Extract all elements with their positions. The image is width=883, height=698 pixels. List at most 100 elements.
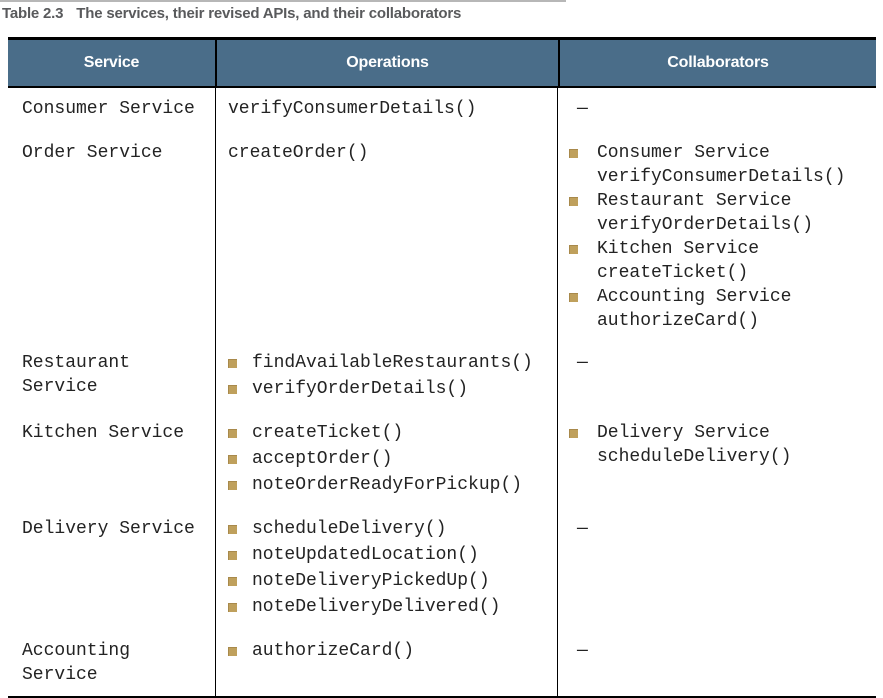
collaborator-operation-name: createTicket() — [597, 263, 749, 283]
operation-name: noteOrderReadyForPickup() — [252, 475, 523, 495]
bullet-icon — [569, 245, 578, 254]
bullet-icon — [228, 455, 237, 464]
operations-cell: findAvailableRestaurants() verifyOrderDet… — [215, 342, 558, 412]
collaborators-cell: — — [558, 508, 876, 630]
no-collaborator-dash: — — [577, 353, 588, 373]
operation-name: noteDeliveryPickedUp() — [252, 571, 490, 591]
bullet-icon — [569, 197, 578, 206]
bullet-icon — [228, 551, 237, 560]
collaborator-item: Restaurant Service verifyOrderDetails() — [569, 189, 872, 237]
collaborator-service-name: Delivery Service — [597, 423, 770, 443]
bullet-icon — [569, 149, 578, 158]
operations-cell: createTicket() acceptOrder() noteOrderRead… — [215, 412, 558, 508]
column-header-collaborators: Collaborators — [558, 40, 876, 86]
operation-name: findAvailableRestaurants() — [252, 353, 533, 373]
collaborator-service-name: Consumer Service — [597, 143, 770, 163]
service-name-line: Consumer Service — [22, 99, 195, 119]
table-header-row: Service Operations Collaborators — [8, 37, 876, 88]
bullet-icon — [228, 647, 237, 656]
operation-item: noteDeliveryPickedUp() — [228, 569, 553, 593]
operations-cell: createOrder() — [215, 132, 558, 342]
collaborator-service-name: Restaurant Service — [597, 191, 792, 211]
operation-name: verifyConsumerDetails() — [228, 99, 477, 119]
operation-item: verifyOrderDetails() — [228, 377, 553, 401]
bullet-icon — [228, 429, 237, 438]
table-row: Order Service createOrder() Consumer Ser… — [8, 132, 876, 342]
operation-name: noteDeliveryDelivered() — [252, 597, 501, 617]
service-name-line: Kitchen Service — [22, 423, 185, 443]
operation-name: noteUpdatedLocation() — [252, 545, 479, 565]
service-cell: Order Service — [8, 132, 215, 342]
collaborators-cell: Delivery Service scheduleDelivery() — [558, 412, 876, 508]
table-caption: Table 2.3 The services, their revised API… — [2, 5, 461, 22]
service-name-line: Restaurant — [22, 353, 131, 373]
collaborator-service-name: Accounting Service — [597, 287, 792, 307]
operations-cell: verifyConsumerDetails() — [215, 88, 558, 132]
service-name-line: Service — [22, 665, 98, 685]
bullet-icon — [228, 525, 237, 534]
service-name-line: Delivery Service — [22, 519, 195, 539]
collaborators-cell: — — [558, 630, 876, 696]
bullet-icon — [569, 429, 578, 438]
operation-item: noteOrderReadyForPickup() — [228, 473, 553, 497]
operation-item: findAvailableRestaurants() — [228, 351, 553, 375]
operation-name: scheduleDelivery() — [252, 519, 447, 539]
no-collaborator-dash: — — [577, 99, 588, 119]
table-row: Kitchen Service createTicket() acceptOrde… — [8, 412, 876, 508]
operation-name: createOrder() — [228, 143, 369, 163]
collaborators-cell: — — [558, 342, 876, 412]
table-row: Delivery Service scheduleDelivery() noteU… — [8, 508, 876, 630]
bullet-icon — [228, 577, 237, 586]
collaborator-operation-name: verifyOrderDetails() — [597, 215, 814, 235]
operation-item: createTicket() — [228, 421, 553, 445]
operations-cell: authorizeCard() — [215, 630, 558, 696]
operations-cell: scheduleDelivery() noteUpdatedLocation() n… — [215, 508, 558, 630]
operation-name: acceptOrder() — [252, 449, 393, 469]
bullet-icon — [228, 359, 237, 368]
operation-name: createTicket() — [252, 423, 404, 443]
table-row: Consumer Service verifyConsumerDetails()… — [8, 88, 876, 132]
collaborator-item: Accounting Service authorizeCard() — [569, 285, 872, 333]
operation-item: createOrder() — [228, 141, 553, 165]
service-cell: Consumer Service — [8, 88, 215, 132]
service-name-line: Service — [22, 377, 98, 397]
bullet-icon — [228, 481, 237, 490]
operation-item: authorizeCard() — [228, 639, 553, 663]
column-header-service: Service — [83, 54, 140, 71]
collaborator-operation-name: authorizeCard() — [597, 311, 760, 331]
operation-item: noteUpdatedLocation() — [228, 543, 553, 567]
operation-item: acceptOrder() — [228, 447, 553, 471]
caption-text: The services, their revised APIs, and th… — [76, 5, 462, 22]
operation-item: noteDeliveryDelivered() — [228, 595, 553, 619]
no-collaborator-dash: — — [577, 519, 588, 539]
operation-item: verifyConsumerDetails() — [228, 97, 553, 121]
no-collaborator-dash: — — [577, 641, 588, 661]
operation-name: verifyOrderDetails() — [252, 379, 469, 399]
collaborator-operation-name: scheduleDelivery() — [597, 447, 792, 467]
services-table: Service Operations Collaborators Consume… — [8, 37, 876, 698]
collaborator-item: Consumer Service verifyConsumerDetails() — [569, 141, 872, 189]
bullet-icon — [228, 603, 237, 612]
collaborators-cell: — — [558, 88, 876, 132]
operation-item: scheduleDelivery() — [228, 517, 553, 541]
service-cell: Delivery Service — [8, 508, 215, 630]
service-name-line: Order Service — [22, 143, 163, 163]
bullet-icon — [228, 385, 237, 394]
collaborator-service-name: Kitchen Service — [597, 239, 760, 259]
top-rule — [0, 0, 566, 2]
collaborator-item: Kitchen Service createTicket() — [569, 237, 872, 285]
table-number: Table 2.3 — [2, 5, 64, 22]
table-body: Consumer Service verifyConsumerDetails()… — [8, 88, 876, 698]
collaborator-item: Delivery Service scheduleDelivery() — [569, 421, 872, 469]
bullet-icon — [569, 293, 578, 302]
collaborator-operation-name: verifyConsumerDetails() — [597, 167, 846, 187]
service-cell: Kitchen Service — [8, 412, 215, 508]
column-header-operations: Operations — [215, 40, 558, 86]
service-name-line: Accounting — [22, 641, 131, 661]
